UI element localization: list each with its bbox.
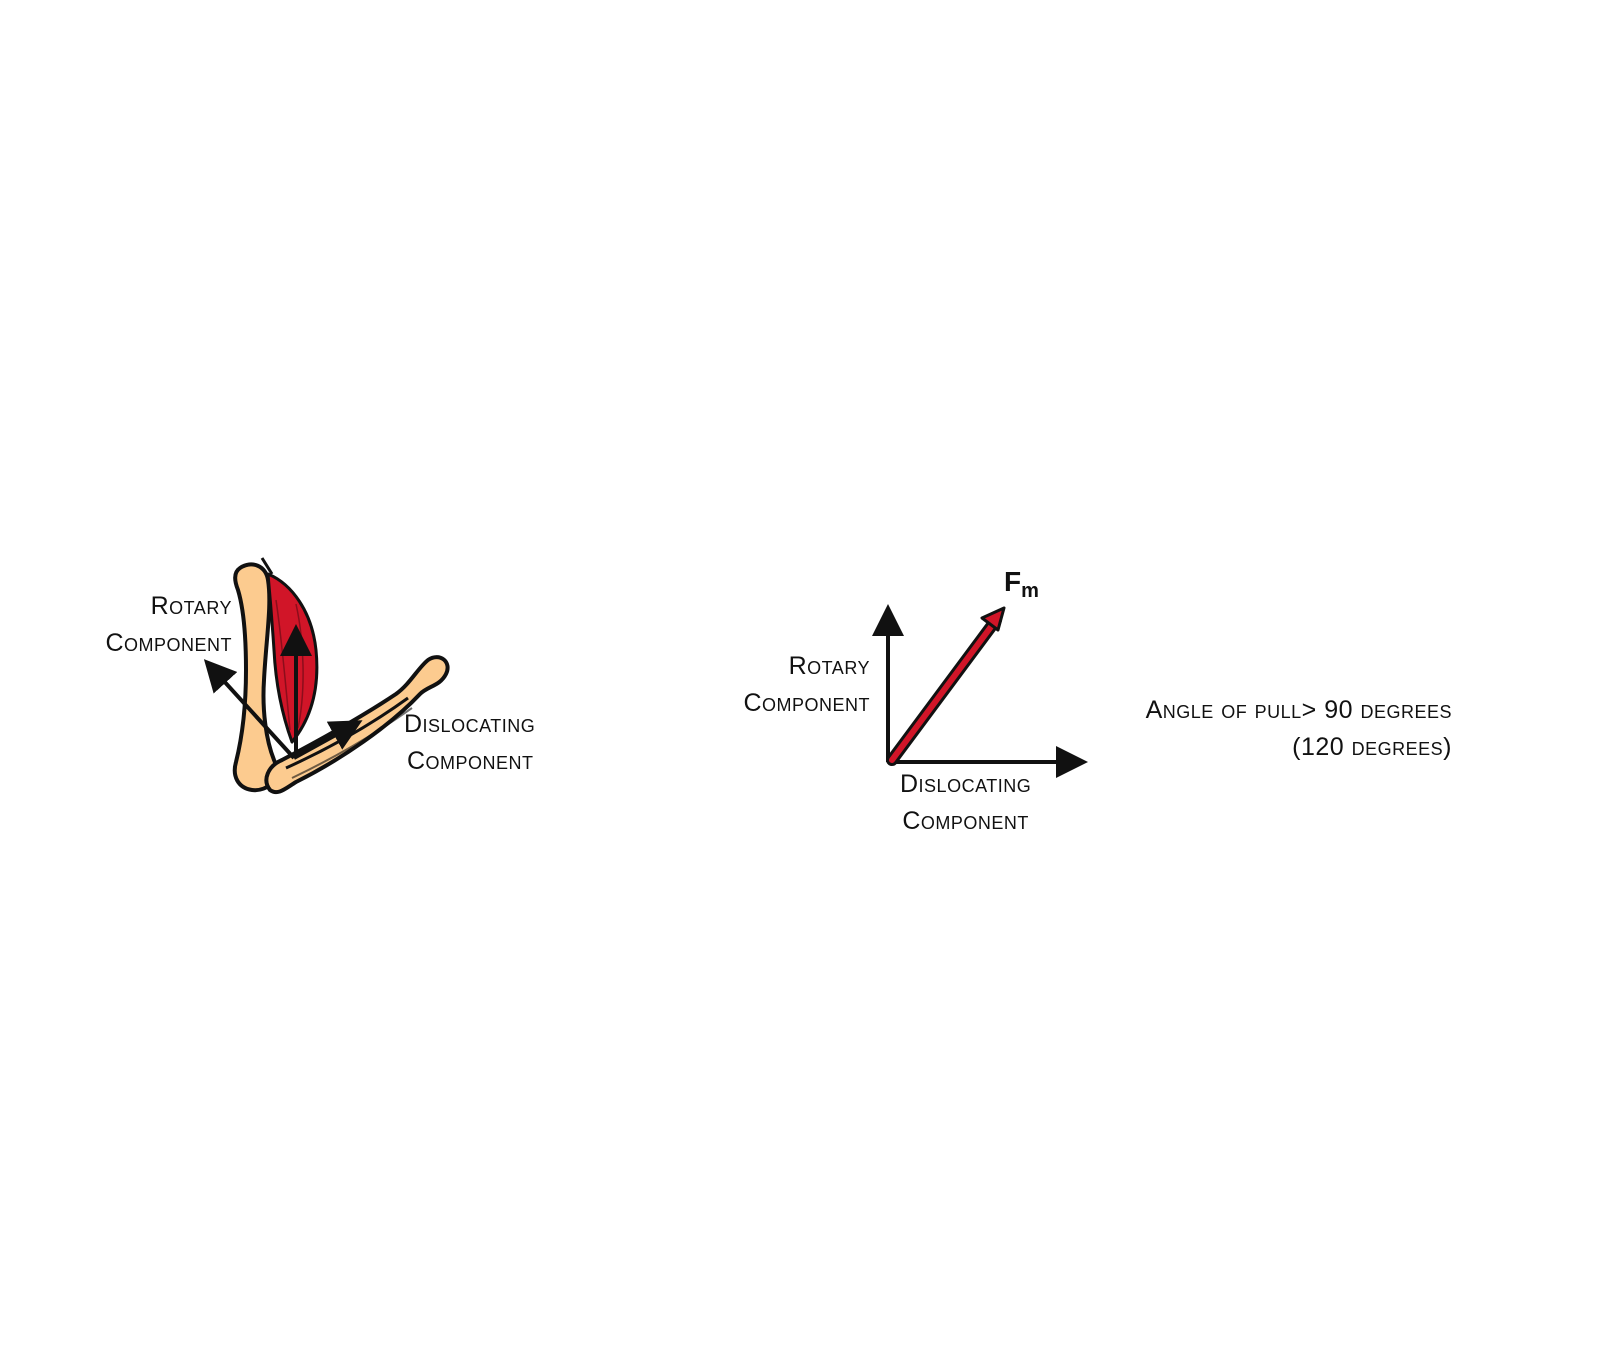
- force-symbol: F: [1004, 566, 1022, 597]
- muscle-force-vector: [886, 606, 1006, 766]
- left-rotary-component-label: Rotary Component: [105, 588, 232, 662]
- right-rotary-line-1: Rotary: [788, 652, 870, 680]
- left-rotary-line-1: Rotary: [150, 592, 232, 620]
- right-dislocating-line-2: Component: [902, 807, 1029, 835]
- left-dislocating-line-2: Component: [407, 747, 534, 775]
- biceps-muscle: [266, 572, 319, 744]
- left-dislocating-line-1: Dislocating: [404, 710, 536, 738]
- dislocating-component-arrow: [293, 720, 363, 760]
- right-rotary-component-label: Rotary Component: [743, 648, 870, 722]
- left-dislocating-component-label: Dislocating Component: [404, 706, 535, 780]
- right-dislocating-line-1: Dislocating: [900, 770, 1032, 798]
- angle-caption-line-2: (120 degrees): [1292, 733, 1452, 761]
- angle-of-pull-caption: Angle of pull> 90 degrees (120 degrees): [1146, 692, 1452, 766]
- rotary-component-arrow: [203, 659, 296, 760]
- angle-caption-line-1: Angle of pull> 90 degrees: [1145, 696, 1452, 724]
- right-dislocating-component-label: Dislocating Component: [900, 766, 1031, 840]
- force-subscript: m: [1021, 580, 1039, 602]
- left-rotary-line-2: Component: [105, 629, 232, 657]
- muscle-force-symbol: Fm: [1004, 566, 1039, 603]
- humerus-bone: [232, 562, 279, 793]
- right-rotary-line-2: Component: [743, 689, 870, 717]
